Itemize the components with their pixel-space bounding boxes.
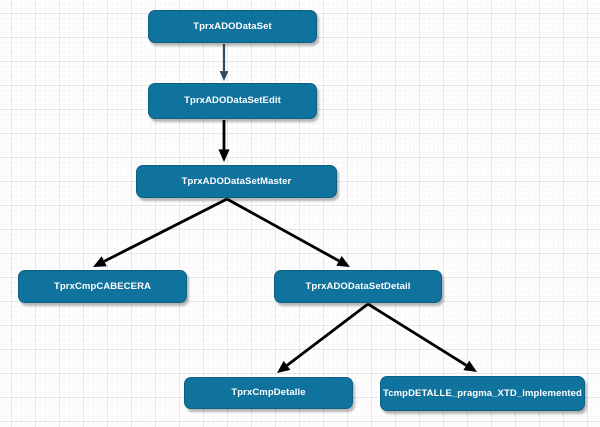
node-label: TprxADODataSetDetail: [305, 280, 411, 292]
edge-arrow-tprxadodatasetdetail-to-tprxcmpdetalle: [277, 302, 369, 373]
edge-arrow-tprxadodataset-to-tprxadodatasetedit: [219, 44, 229, 81]
edge-arrow-tprxadodatasetmaster-to-tprxcmpcabecera: [93, 197, 228, 267]
edge-arrow-tprxadodatasetdetail-to-tcmpdetalle-pragma: [367, 302, 477, 372]
node-label: TprxCmpDetalle: [231, 387, 306, 399]
diagram-node-tcmpdetalle-pragma[interactable]: TcmpDETALLE_pragma_XTD_implemented: [380, 376, 585, 411]
diagram-node-tprxadodataset[interactable]: TprxADODataSet: [148, 10, 317, 43]
diagram-node-tprxcmpcabecera[interactable]: TprxCmpCABECERA: [18, 270, 187, 303]
edge-arrow-tprxadodatasetmaster-to-tprxadodatasetdetail: [226, 197, 350, 267]
diagram-node-tprxcmpdetalle[interactable]: TprxCmpDetalle: [184, 377, 353, 409]
edge-arrow-tprxadodatasetedit-to-tprxadodatasetmaster: [218, 120, 230, 162]
diagram-node-tprxadodatasetedit[interactable]: TprxADODataSetEdit: [148, 83, 317, 119]
diagram-node-tprxadodatasetmaster[interactable]: TprxADODataSetMaster: [136, 165, 337, 198]
node-label: TcmpDETALLE_pragma_XTD_implemented: [383, 387, 582, 399]
node-label: TprxADODataSetMaster: [181, 175, 292, 187]
node-label: TprxADODataSetEdit: [184, 95, 281, 107]
diagram-node-tprxadodatasetdetail[interactable]: TprxADODataSetDetail: [274, 270, 442, 303]
node-label: TprxCmpCABECERA: [53, 280, 152, 292]
node-label: TprxADODataSet: [193, 20, 272, 32]
